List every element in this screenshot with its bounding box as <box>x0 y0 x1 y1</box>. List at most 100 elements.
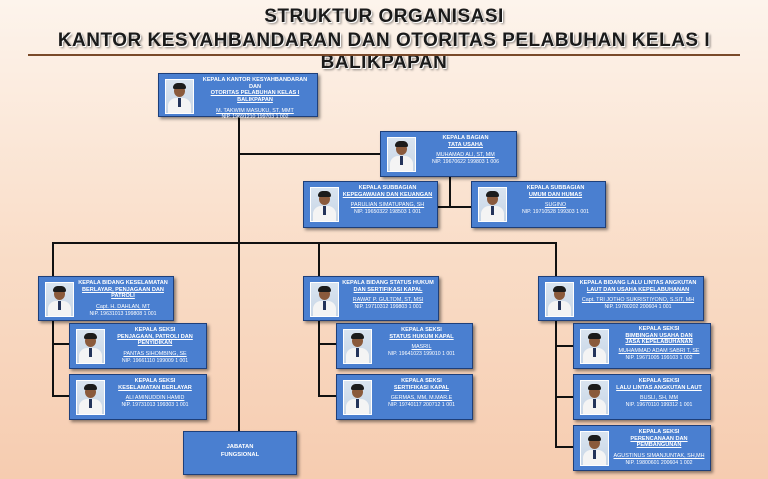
position-line: KEPALA SEKSI <box>638 378 680 384</box>
connector-subbag-h <box>437 206 472 208</box>
position-line: KEPALA SEKSI <box>401 327 442 333</box>
connector-left-seksi-h1 <box>52 343 69 345</box>
node-kepala-kantor: KEPALA KANTOR KESYAHBANDARAN DAN OTORITA… <box>158 73 318 121</box>
position-line: KESELAMATAN BERLAYAR <box>118 384 192 391</box>
position-line: LALU LINTAS ANGKUTAN LAUT <box>616 384 702 391</box>
node-seksi-lalu-lintas: KEPALA SEKSI LALU LINTAS ANGKUTAN LAUT B… <box>573 374 711 420</box>
official-nip: NIP. 19631013 199808 1 001 <box>89 310 157 317</box>
portrait-photo <box>76 380 105 415</box>
position-line: KEPALA SEKSI <box>134 378 176 384</box>
connector-right-seksi-h2 <box>555 396 573 398</box>
connector-mid-seksi-h1 <box>318 343 336 345</box>
portrait-photo <box>580 431 609 466</box>
official-name: Capt. TRI JOTHO SUKRISTIYONO, S.SIT, MH <box>581 297 695 304</box>
connector-subbag-vertical <box>449 176 451 207</box>
position-line: BIMBINGAN USAHA DAN <box>625 332 693 339</box>
node-seksi-keselamatan: KEPALA SEKSI KESELAMATAN BERLAYAR ALI AM… <box>69 374 207 420</box>
official-name: PARULIAN SIMATUPANG, SH <box>350 202 425 209</box>
official-name: GERMAS, MM, M.MAR.E <box>390 395 453 402</box>
connector-right-seksi-h3 <box>555 446 573 448</box>
position-line: BERLAYAR, PENJAGAAN DAN PATROLI <box>82 286 164 300</box>
official-nip: NIP. 19661110 199009 1 001 <box>121 357 189 364</box>
portrait-photo <box>545 282 574 317</box>
connector-bidang-right-v <box>555 242 557 276</box>
node-jabatan-fungsional: JABATAN FUNGSIONAL <box>183 431 297 475</box>
official-name: M. TAKWIM MASUKU, ST, MMT <box>216 107 294 114</box>
position-line: KEPALA SUBBAGIAN <box>526 185 585 191</box>
position-line: DAN SERTIFIKASI KAPAL <box>353 286 423 293</box>
node-subbag-umum: KEPALA SUBBAGIAN UMUM DAN HUMAS SUGINO N… <box>471 181 606 228</box>
portrait-photo <box>45 282 74 317</box>
official-nip: NIP. 19671005 199103 1 002 <box>625 354 693 361</box>
node-seksi-perencanaan: KEPALA SEKSI PERENCANAAN DAN PEMBANGUNAN… <box>573 425 711 471</box>
chart-title: STRUKTUR ORGANISASI <box>264 6 504 27</box>
node-seksi-sertifikasi: KEPALA SEKSI SERTIFIKASI KAPAL GERMAS, M… <box>336 374 473 420</box>
node-seksi-status-hukum: KEPALA SEKSI STATUS HUKUM KAPAL MASRIL N… <box>336 323 473 369</box>
portrait-photo <box>580 380 609 415</box>
position-line: JASA KEPELABUHANAN <box>625 339 693 346</box>
portrait-photo <box>76 329 105 364</box>
connector-mid-seksi-h2 <box>318 395 336 397</box>
fungsional-line: JABATAN <box>226 444 254 450</box>
official-nip: NIP. 19670622 199803 1 006 <box>431 158 500 165</box>
node-tata-usaha: KEPALA BAGIAN TATA USAHA MUHAMAD ALI, ST… <box>380 131 517 177</box>
official-name: AGUSTINUS SIMANJUNTAK, SH,MH <box>613 453 705 460</box>
position-line: KEPALA SEKSI <box>134 327 176 333</box>
node-subbag-kepegawaian: KEPALA SUBBAGIAN KEPEGAWAIAN DAN KEUANGA… <box>303 181 438 228</box>
portrait-photo <box>580 329 609 364</box>
portrait-photo <box>165 79 194 114</box>
position-line: KEPALA KANTOR KESYAHBANDARAN DAN <box>202 77 308 90</box>
position-line: STATUS HUKUM KAPAL <box>389 333 454 340</box>
connector-tata-usaha-h <box>238 153 380 155</box>
position-line: PENJAGAAN, PATROLI DAN PENYIDIKAN <box>117 333 193 347</box>
chart-subtitle: KANTOR KESYAHBANDARAN DAN OTORITAS PELAB… <box>57 30 711 73</box>
official-nip: NIP. 19740117 200712 1 001 <box>388 401 455 408</box>
connector-right-seksi-v <box>555 320 557 447</box>
official-name: MASRIL <box>411 344 432 351</box>
connector-left-seksi-v <box>52 320 54 396</box>
node-bidang-keselamatan: KEPALA BIDANG KESELAMATAN BERLAYAR, PENJ… <box>38 276 174 321</box>
position-line: PERENCANAAN DAN PEMBANGUNAN <box>630 435 688 449</box>
official-nip: NIP. 19710528 199303 1 001 <box>521 208 590 215</box>
official-name: BUSLI, SH, MM <box>639 395 679 402</box>
connector-mid-seksi-v <box>318 320 320 396</box>
node-bidang-lalu-lintas: KEPALA BIDANG LALU LINTAS ANGKUTAN LAUT … <box>538 276 704 321</box>
official-nip: NIP. 19780202 200604 1 001 <box>604 303 672 310</box>
official-name: MUHAMMAD ADAM SABRI T, SE <box>618 348 700 355</box>
portrait-photo <box>310 282 339 317</box>
position-line: KEPALA BIDANG KESELAMATAN <box>78 280 168 286</box>
node-seksi-bimbingan: KEPALA SEKSI BIMBINGAN USAHA DAN JASA KE… <box>573 323 711 369</box>
official-name: ALI AMINUDDIN HAMID <box>125 395 185 402</box>
node-seksi-penjagaan: KEPALA SEKSI PENJAGAAN, PATROLI DAN PENY… <box>69 323 207 369</box>
connector-bidang-mid-v <box>318 242 320 276</box>
connector-bidang-h <box>52 242 556 244</box>
official-nip: NIP. 19710312 199803 1 001 <box>354 303 422 310</box>
position-line: KEPALA SEKSI <box>638 326 680 332</box>
node-bidang-status-hukum: KEPALA BIDANG STATUS HUKUM DAN SERTIFIKA… <box>303 276 439 321</box>
position-line: KEPALA BIDANG STATUS HUKUM <box>342 280 434 286</box>
position-line: KEPALA BAGIAN <box>442 135 489 141</box>
connector-left-seksi-h2 <box>52 395 69 397</box>
connector-right-seksi-h1 <box>555 345 573 347</box>
position-line: SERTIFIKASI KAPAL <box>393 384 450 391</box>
position-line: KEPALA SEKSI <box>638 429 680 435</box>
official-nip: NIP. 19800601 200604 1 002 <box>625 459 693 466</box>
official-name: SUGINO <box>544 202 567 209</box>
official-name: RAWAT P. GULTOM, ST, MSI <box>352 297 424 304</box>
official-nip: NIP. 19731013 199303 1 001 <box>121 401 189 408</box>
official-nip: NIP. 19691210 199703 1 002 <box>221 114 289 121</box>
position-line: LAUT DAN USAHA KEPELABUHANAN <box>586 286 690 293</box>
official-nip: NIP. 19650322 198503 1 001 <box>353 208 422 215</box>
portrait-photo <box>478 187 507 222</box>
position-line: TATA USAHA <box>448 141 483 148</box>
fungsional-line: FUNGSIONAL <box>220 451 260 458</box>
portrait-photo <box>387 137 416 172</box>
position-line: KEPALA SEKSI <box>401 378 442 384</box>
official-name: PANTAS SIHOMBING, SE <box>123 351 187 358</box>
connector-bidang-left-v <box>52 242 54 276</box>
position-line: UMUM DAN HUMAS <box>528 191 583 198</box>
position-line: KEPALA BIDANG LALU LINTAS ANGKUTAN <box>579 280 697 286</box>
title-underline <box>28 54 740 56</box>
portrait-photo <box>310 187 339 222</box>
portrait-photo <box>343 329 372 364</box>
